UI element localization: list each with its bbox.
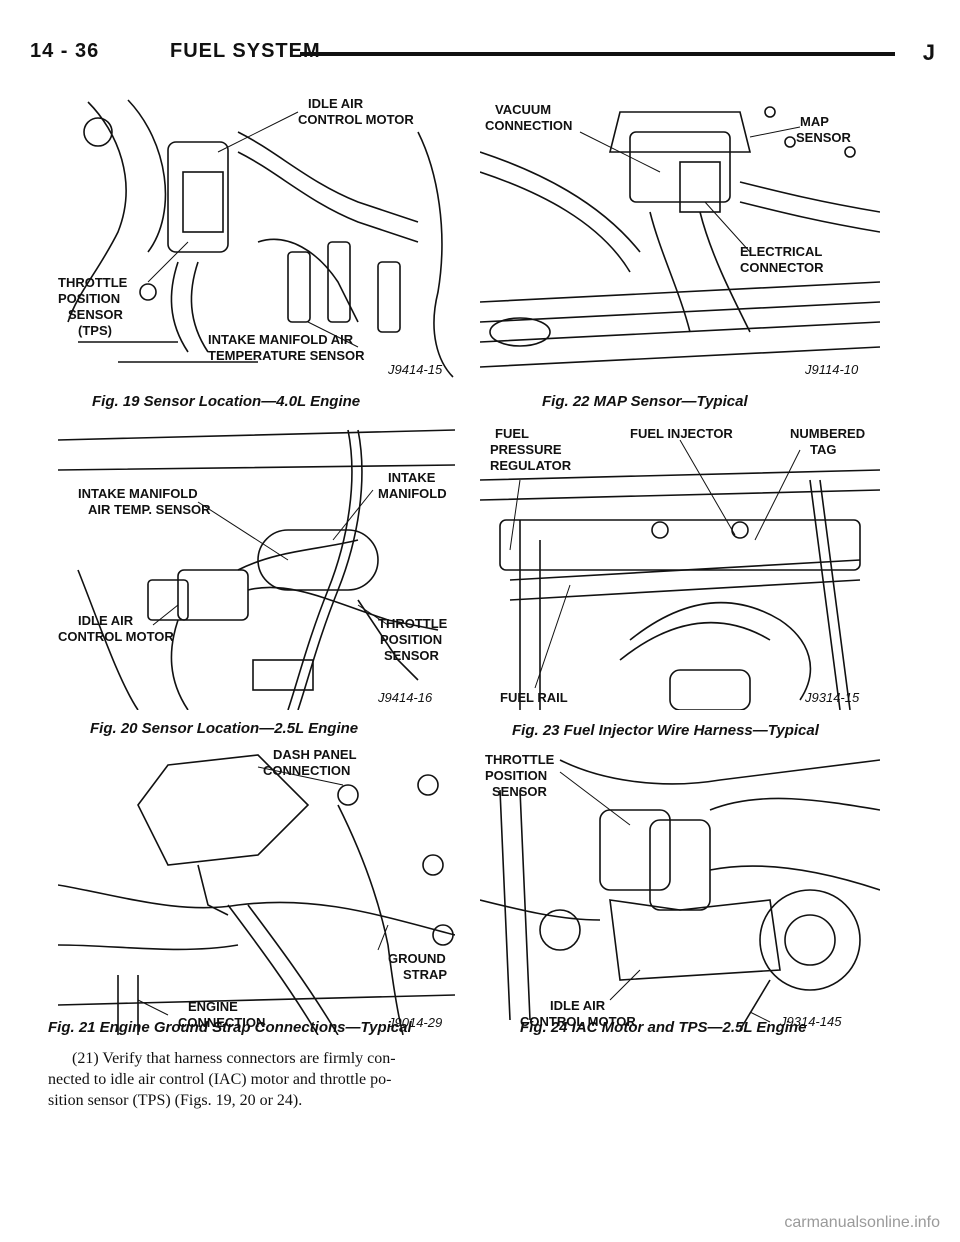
fig19-label-3: THROTTLE	[58, 275, 128, 290]
figure-24-illustration: THROTTLE POSITION SENSOR IDLE AIR CONTRO…	[480, 750, 880, 1035]
fig20-label-3: INTAKE	[388, 470, 436, 485]
fig22-label-5: ELECTRICAL	[740, 244, 822, 259]
figure-21-illustration: DASH PANEL CONNECTION GROUND STRAP ENGIN…	[58, 745, 455, 1035]
fig19-label-2: CONTROL MOTOR	[298, 112, 414, 127]
fig21-label-1: DASH PANEL	[273, 747, 357, 762]
fig20-label-5: IDLE AIR	[78, 613, 134, 628]
header-code: J	[922, 40, 935, 65]
figure-22-illustration: VACUUM CONNECTION MAP SENSOR ELECTRICAL …	[480, 92, 880, 382]
figure-19-illustration: IDLE AIR CONTROL MOTOR THROTTLE POSITION…	[58, 92, 455, 382]
section-title: FUEL SYSTEM	[170, 40, 321, 62]
fig24-label-1: THROTTLE	[485, 752, 555, 767]
fig22-label-2: CONNECTION	[485, 118, 572, 133]
figure-21-caption: Fig. 21 Engine Ground Strap Connections—…	[48, 1019, 412, 1036]
fig19-label-6: (TPS)	[78, 323, 112, 338]
body-line: (21) Verify that harness connectors are …	[72, 1050, 396, 1067]
fig24-label-2: POSITION	[485, 768, 547, 783]
fig21-label-2: CONNECTION	[263, 763, 350, 778]
fig24-code: J9314-145	[779, 1014, 842, 1029]
fig21-code: J9014-29	[387, 1015, 442, 1030]
fig24-label-3: SENSOR	[492, 784, 548, 799]
engine-sensor-drawing: IDLE AIR CONTROL MOTOR THROTTLE POSITION…	[58, 96, 454, 378]
fig20-label-1: INTAKE MANIFOLD	[78, 486, 198, 501]
body-line: nected to idle air control (IAC) motor a…	[48, 1071, 392, 1088]
fig23-label-1: FUEL	[495, 426, 529, 441]
fig19-label-4: POSITION	[58, 291, 120, 306]
fig20-label-2: AIR TEMP. SENSOR	[88, 502, 211, 517]
fig21-label-6: CONNECTION	[178, 1015, 265, 1030]
fig22-label-3: MAP	[800, 114, 829, 129]
fuel-injector-harness-drawing: FUEL PRESSURE REGULATOR FUEL INJECTOR NU…	[480, 426, 880, 710]
figure-23-illustration: FUEL PRESSURE REGULATOR FUEL INJECTOR NU…	[480, 420, 880, 710]
fig19-code: J9414-15	[387, 362, 443, 377]
fig23-label-6: TAG	[810, 442, 836, 457]
fig22-code: J9114-10	[804, 362, 859, 377]
fig19-label-5: SENSOR	[68, 307, 124, 322]
fig19-label-8: TEMPERATURE SENSOR	[208, 348, 365, 363]
fig22-label-6: CONNECTOR	[740, 260, 824, 275]
fig23-label-7: FUEL RAIL	[500, 690, 568, 705]
body-paragraph: (21) Verify that harness connectors are …	[48, 1048, 443, 1111]
fig22-label-4: SENSOR	[796, 130, 852, 145]
iac-tps-drawing: THROTTLE POSITION SENSOR IDLE AIR CONTRO…	[480, 752, 880, 1031]
fig23-label-5: NUMBERED	[790, 426, 865, 441]
figure-24-caption: Fig. 24 IAC Motor and TPS—2.5L Engine	[520, 1019, 807, 1036]
fig23-label-2: PRESSURE	[490, 442, 562, 457]
fig21-label-4: STRAP	[403, 967, 447, 982]
fig21-label-3: GROUND	[388, 951, 446, 966]
figure-22-caption: Fig. 22 MAP Sensor—Typical	[542, 393, 748, 410]
fig20-label-7: THROTTLE	[378, 616, 448, 631]
map-sensor-drawing: VACUUM CONNECTION MAP SENSOR ELECTRICAL …	[480, 102, 880, 377]
page-header: 14 - 36 FUEL SYSTEM J	[30, 40, 935, 80]
watermark[interactable]: carmanualsonline.info	[784, 1214, 940, 1231]
fig21-label-5: ENGINE	[188, 999, 238, 1014]
header-rule	[300, 52, 895, 56]
figure-20-caption: Fig. 20 Sensor Location—2.5L Engine	[90, 720, 359, 737]
fig20-label-4: MANIFOLD	[378, 486, 447, 501]
figure-19-caption: Fig. 19 Sensor Location—4.0L Engine	[92, 393, 361, 410]
fig20-label-9: SENSOR	[384, 648, 440, 663]
figure-20-illustration: INTAKE MANIFOLD AIR TEMP. SENSOR INTAKE …	[58, 420, 455, 710]
fig22-label-1: VACUUM	[495, 102, 551, 117]
ground-strap-drawing: DASH PANEL CONNECTION GROUND STRAP ENGIN…	[58, 747, 455, 1035]
body-line: sition sensor (TPS) (Figs. 19, 20 or 24)…	[48, 1092, 303, 1109]
engine-sensor-drawing: INTAKE MANIFOLD AIR TEMP. SENSOR INTAKE …	[58, 429, 455, 710]
fig20-code: J9414-16	[377, 690, 433, 705]
fig23-label-3: REGULATOR	[490, 458, 572, 473]
page-number: 14 - 36	[30, 40, 100, 62]
fig24-label-4: IDLE AIR	[550, 998, 606, 1013]
fig20-label-6: CONTROL MOTOR	[58, 629, 174, 644]
fig19-label-7: INTAKE MANIFOLD AIR	[208, 332, 354, 347]
fig23-label-4: FUEL INJECTOR	[630, 426, 733, 441]
fig20-label-8: POSITION	[380, 632, 442, 647]
fig23-code: J9314-15	[804, 690, 860, 705]
fig19-label-1: IDLE AIR	[308, 96, 364, 111]
figure-23-caption: Fig. 23 Fuel Injector Wire Harness—Typic…	[512, 722, 819, 739]
fig24-label-5: CONTROL MOTOR	[520, 1014, 636, 1029]
